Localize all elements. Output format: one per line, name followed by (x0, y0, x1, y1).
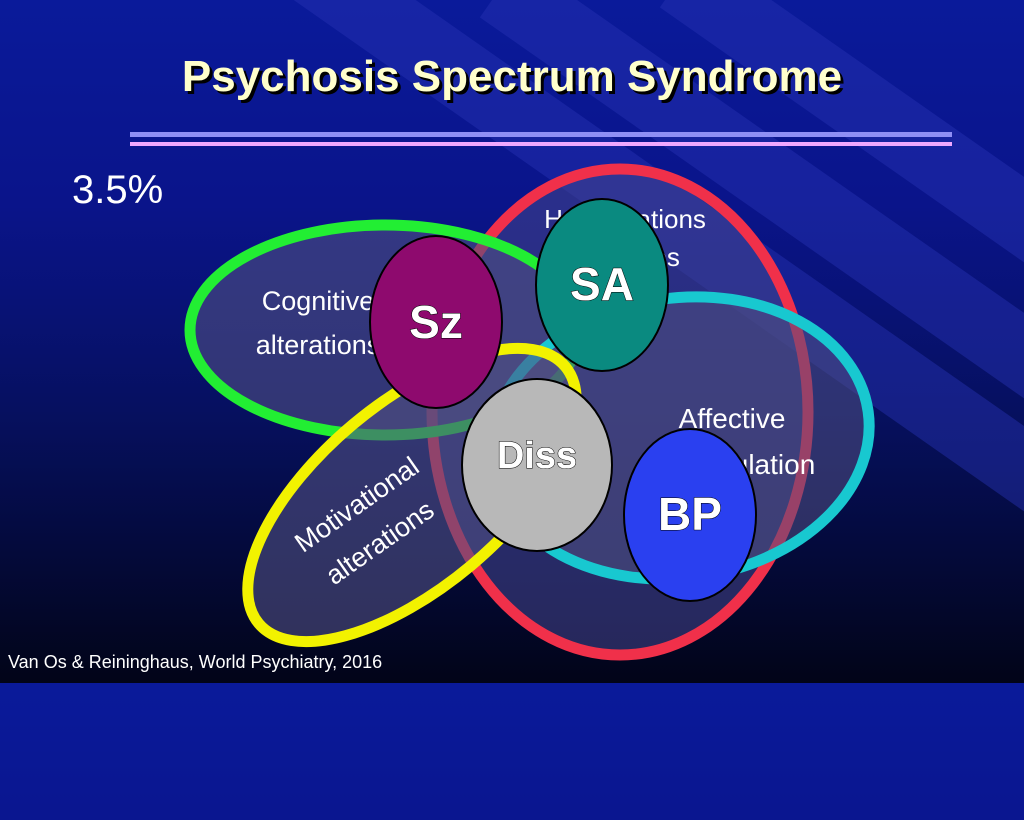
sz-circle (369, 235, 503, 409)
citation: Van Os & Reininghaus, World Psychiatry, … (8, 652, 383, 672)
sa-circle (535, 198, 669, 372)
spectrum-venn-diagram: Hallucinations delusions Cognitive alter… (184, 163, 875, 661)
bp-circle (623, 428, 757, 602)
sa-label: SA (570, 258, 634, 310)
title-divider-pink (130, 142, 952, 146)
cognitive-label-line1: Cognitive (262, 286, 375, 316)
sz-label: Sz (409, 296, 463, 348)
title-divider-blue (130, 132, 952, 137)
slide-title: Psychosis Spectrum Syndrome (181, 52, 843, 101)
diss-circle (461, 378, 613, 552)
diss-label: Diss (497, 435, 577, 477)
prevalence-label: 3.5% (72, 168, 164, 212)
bp-label: BP (658, 488, 722, 540)
cognitive-label-line2: alterations (256, 330, 381, 360)
